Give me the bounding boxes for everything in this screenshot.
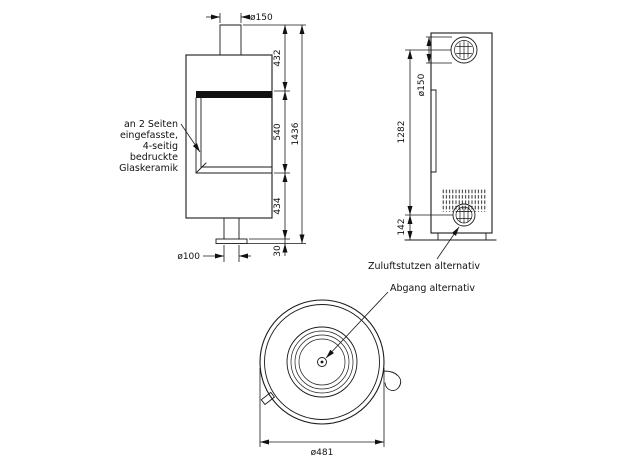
stove-body-outline <box>185 54 273 219</box>
dim-text-142: 142 <box>397 218 407 235</box>
dim-text-1282: 1282 <box>397 121 407 144</box>
flue-outlet-leader-line <box>325 291 389 359</box>
flue-outlet-inner-circle <box>454 40 474 60</box>
door-handle <box>383 370 402 391</box>
side-structure-lines <box>404 89 497 241</box>
dim-text-30: 30 <box>273 245 283 257</box>
dim-text-540: 540 <box>273 123 283 140</box>
flue-collar-ring-2 <box>290 330 354 394</box>
flue-collar-ring-3 <box>294 334 350 390</box>
hinge-tab <box>260 391 276 406</box>
body-ring-outer <box>259 299 385 425</box>
glass-note-line-2: eingefasste, <box>120 130 178 141</box>
front-view: ø150 432 540 434 30 1436 ø100 an 2 Seite… <box>119 13 306 262</box>
flue-collar-ring-1 <box>286 326 358 398</box>
air-inlet-grate <box>456 206 472 224</box>
glass-top-frame <box>196 91 272 98</box>
dim-text-432: 432 <box>273 49 283 66</box>
center-port-circle <box>317 357 327 367</box>
air-inlet-label: Zuluftstutzen alternativ <box>368 261 480 272</box>
center-point <box>320 360 324 364</box>
dim-text-434: 434 <box>273 197 283 214</box>
side-view: ø150 1282 142 Zuluftstutzen alternativ A… <box>325 32 497 359</box>
side-body-outline <box>430 32 493 234</box>
dim-text-foot-diameter: ø100 <box>177 252 200 262</box>
flue-outlet-label: Abgang alternativ <box>390 283 475 294</box>
side-extension-lines <box>405 36 453 216</box>
glass-annotation: an 2 Seiten eingefasste, 4-seitig bedruc… <box>119 119 201 174</box>
dim-text-1436: 1436 <box>291 122 301 145</box>
body-ring-inner <box>264 304 380 420</box>
dim-text-outer-diameter: ø481 <box>311 448 334 458</box>
top-extension-lines <box>259 368 385 447</box>
glass-note-line-5: Glaskeramik <box>119 163 178 174</box>
flue-collar-ring-4 <box>298 338 346 386</box>
glass-note-line-4: bedruckte <box>130 152 178 163</box>
base-plate <box>215 238 248 244</box>
glass-note-line-3: 4-seitig <box>143 141 178 152</box>
top-view: ø481 <box>259 299 402 458</box>
front-structure-lines <box>195 24 273 240</box>
annotation-leader-line <box>180 123 201 153</box>
dim-text-side-pipe-diameter: ø150 <box>417 73 427 96</box>
air-inlet-leader-line <box>436 226 460 260</box>
glass-note-line-1: an 2 Seiten <box>124 119 178 130</box>
dim-text-pipe-diameter: ø150 <box>250 13 273 23</box>
flue-outlet-grate <box>456 41 472 59</box>
